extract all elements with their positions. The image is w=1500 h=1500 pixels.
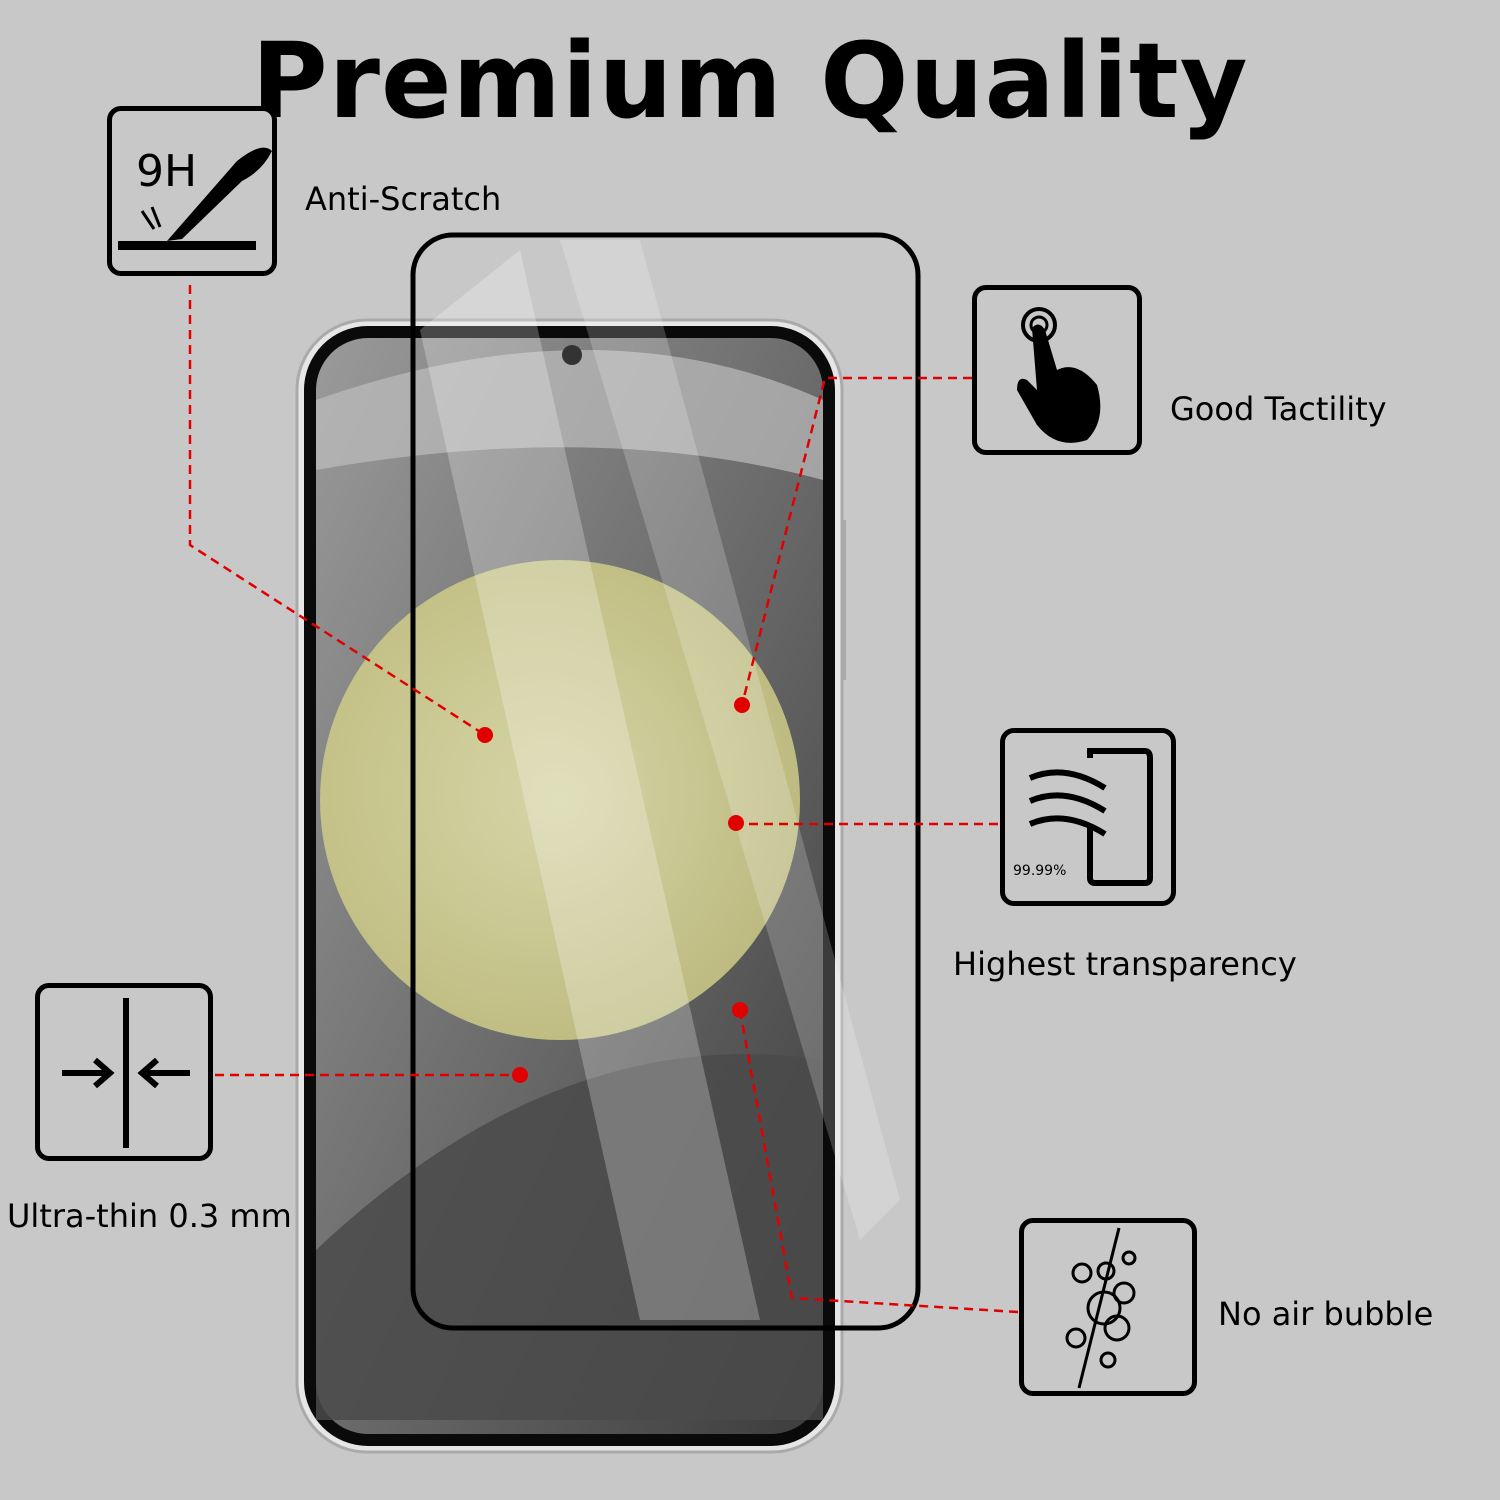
bubble-icon-box: [1019, 1218, 1197, 1396]
touch-hand-icon: [1017, 307, 1101, 443]
transparency-label: Highest transparency: [953, 945, 1297, 983]
light-through-phone-icon: [1028, 748, 1153, 886]
tactility-label: Good Tactility: [1170, 390, 1387, 428]
screen-protector: [410, 232, 921, 1331]
transparency-icon-box: 99.99%: [1000, 728, 1176, 906]
anti-scratch-icon-box: 9H: [107, 106, 277, 276]
bubble-label: No air bubble: [1218, 1295, 1434, 1333]
page-title: Premium Quality: [251, 20, 1249, 142]
tactility-icon-box: [972, 285, 1142, 455]
thin-label: Ultra-thin 0.3 mm: [7, 1197, 292, 1235]
thickness-arrows-icon: [62, 998, 190, 1148]
callout-lines: [188, 285, 1019, 1314]
bubbles-icon: [1065, 1227, 1137, 1389]
callout-dots: [477, 697, 750, 1083]
knife-scratch-icon: 9H: [118, 146, 272, 250]
svg-text:9H: 9H: [136, 146, 197, 197]
transparency-percent: 99.99%: [1013, 863, 1067, 879]
thin-icon-box: [35, 983, 213, 1161]
anti-scratch-label: Anti-Scratch: [305, 180, 502, 218]
